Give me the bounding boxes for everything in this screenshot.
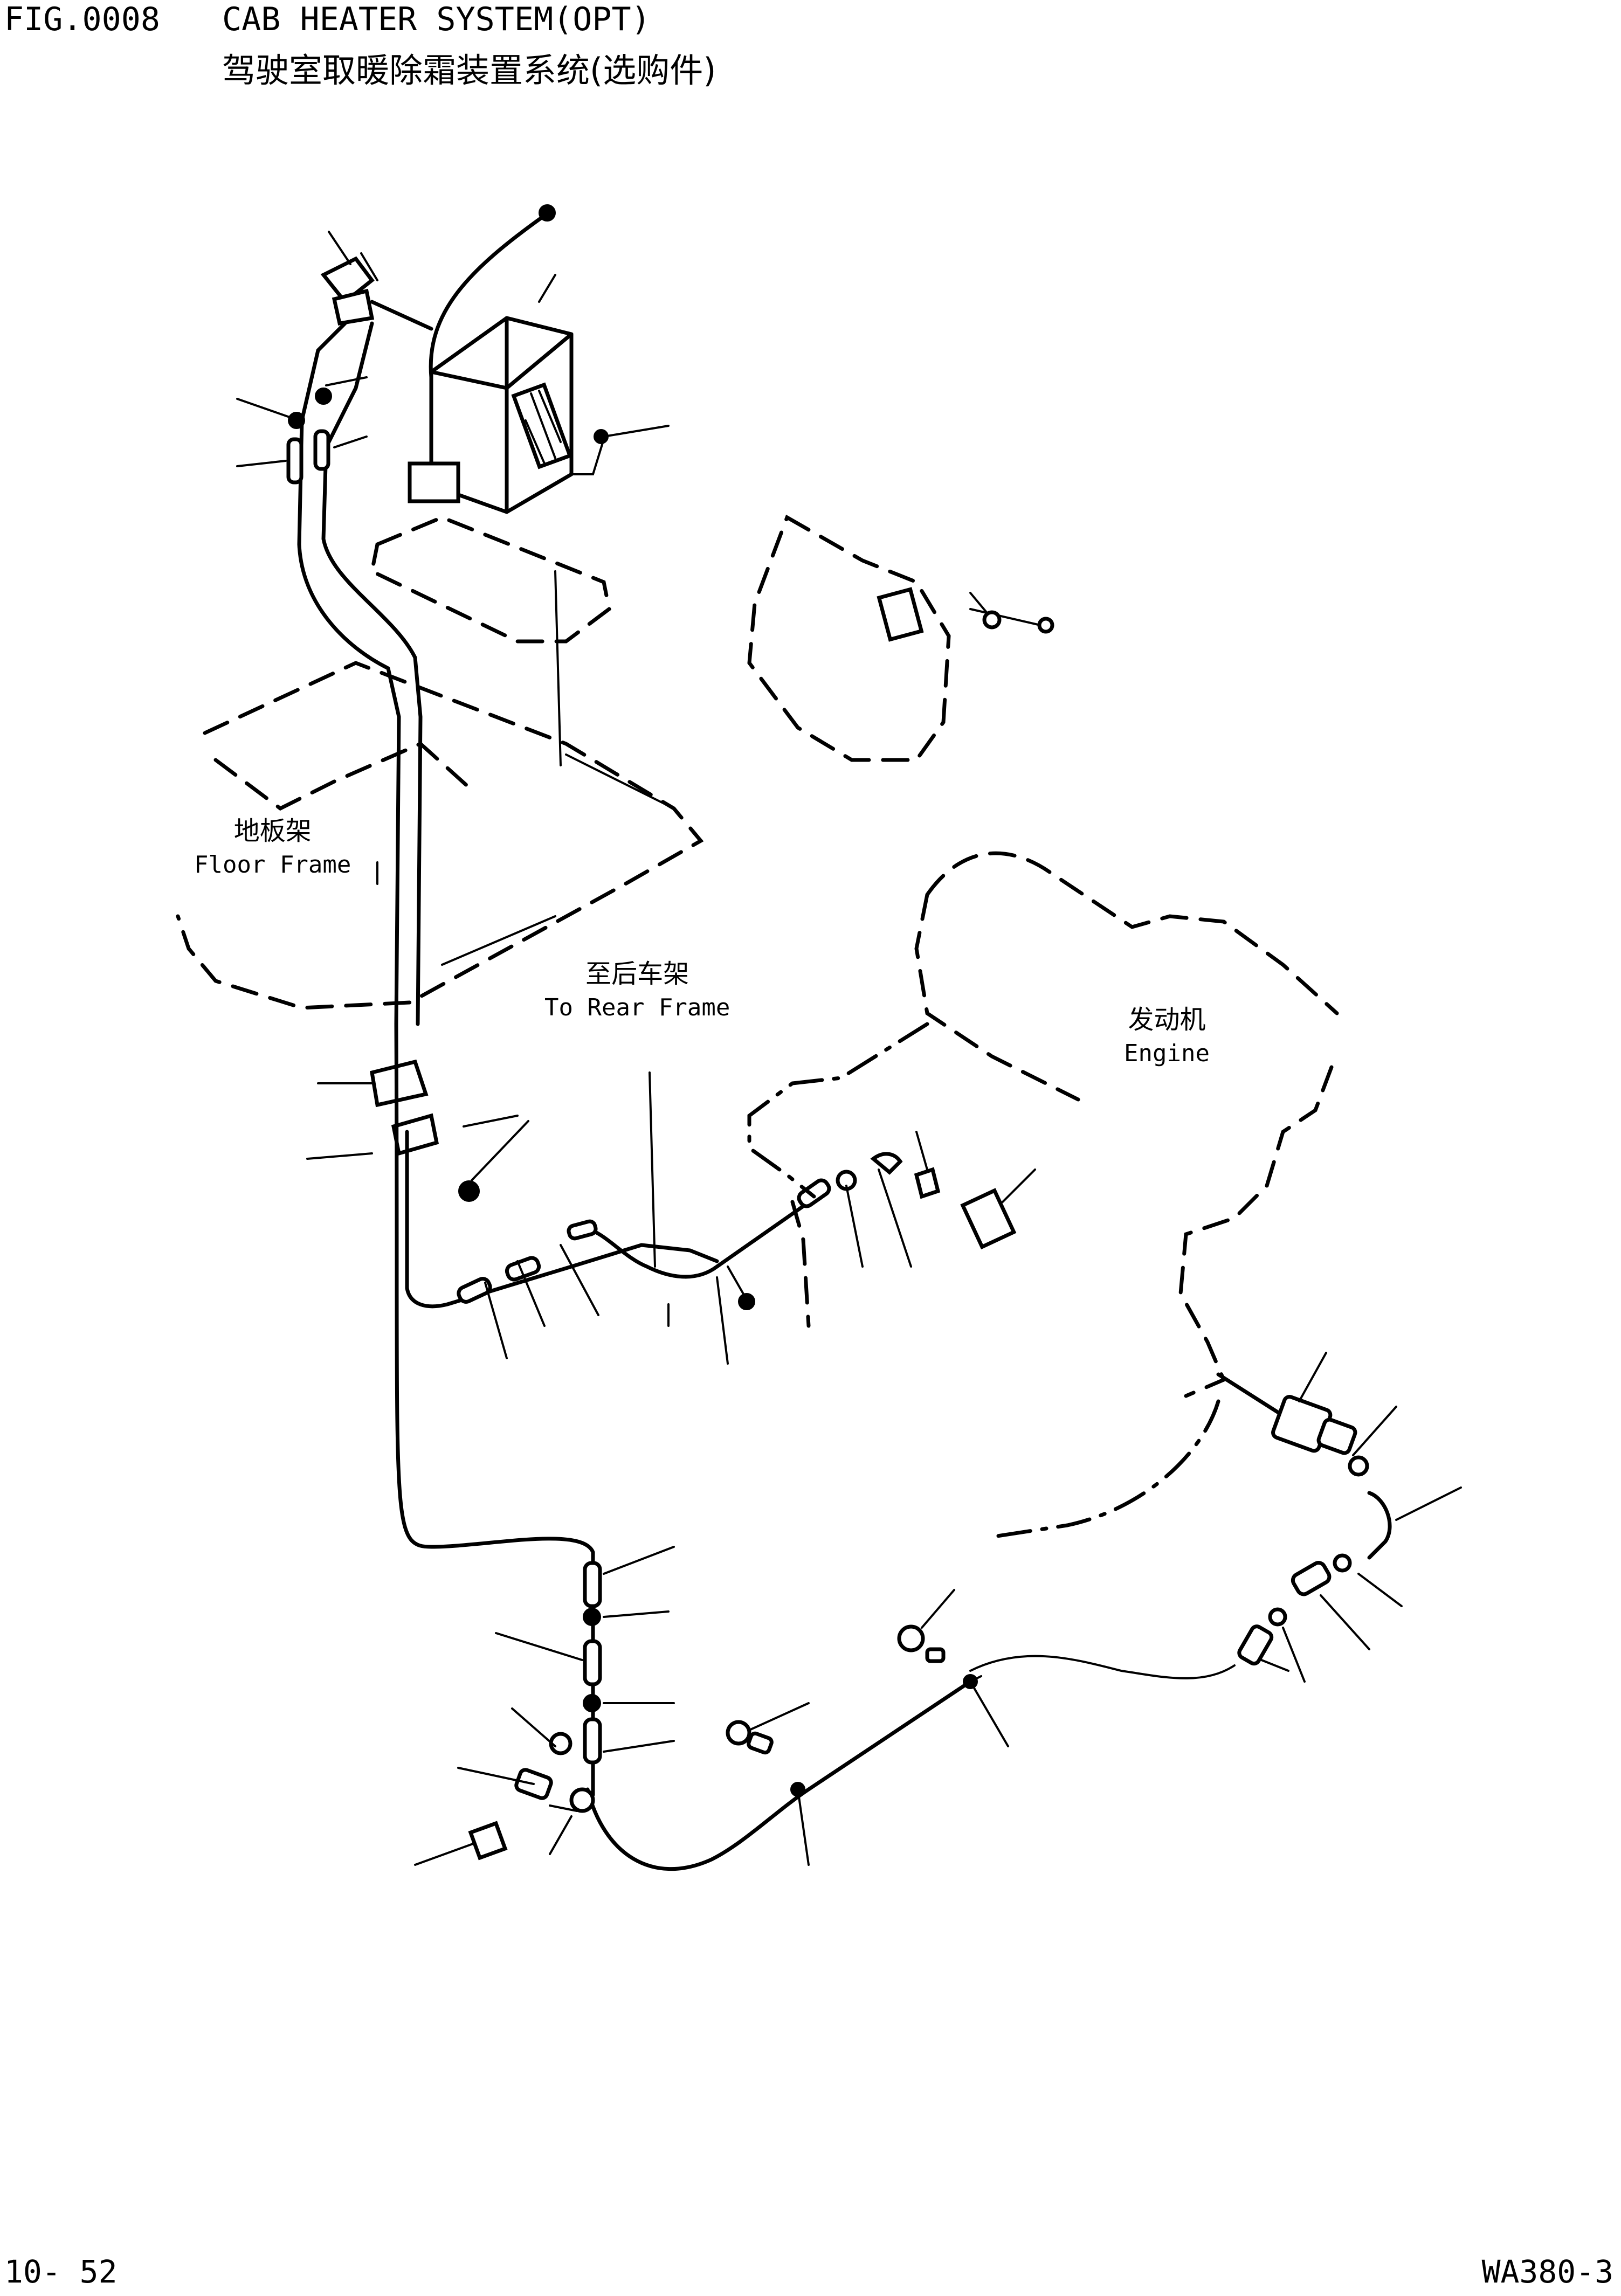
engine-lower-outline [995,1399,1220,1538]
rear-frame-label-zh: 至后车架 [585,959,689,989]
cab-floor-panel [370,515,611,644]
heater-unit [408,316,574,514]
engine-base-outline [790,1200,811,1328]
floor-frame-label-en: Floor Frame [194,850,351,879]
engine-outline-right [1178,1065,1334,1398]
engine-side-fittings [836,1131,1036,1268]
leader-line [538,274,556,303]
model-number: WA380-3 [1481,2253,1613,2290]
hose-run-to-engine [405,1130,719,1309]
heater-hose-left [297,321,401,1026]
page-title-chinese: 驾驶室取暖除霜装置系统(选购件) [222,51,716,90]
defroster-duct [429,213,547,379]
engine-label-en: Engine [1124,1039,1210,1067]
return-hose-thin [969,1655,1236,1679]
engine-block-valve [747,514,1054,762]
engine-mount-outline [747,1022,929,1199]
engine-hose-fittings [1216,1352,1462,1683]
hose-clamp-brackets [306,1059,529,1202]
hose-run-upper [575,1189,827,1279]
supply-hose-down [394,1022,595,1797]
page-number: 10- 52 [4,2253,118,2290]
engine-outline-left [914,893,1080,1102]
return-hose-lower [585,1679,972,1871]
valve-cluster [320,231,433,331]
rear-frame-label-en: To Rear Frame [544,993,730,1021]
engine-label: 发动机 Engine [1124,1002,1210,1069]
floor-frame-outline [176,661,704,1010]
figure-number: FIG.0008 [4,1,160,38]
floor-frame-label-zh: 地板架 [233,816,312,846]
rear-frame-label: 至后车架 To Rear Frame [544,957,730,1023]
engine-outline-top [925,851,1339,1015]
engine-label-zh: 发动机 [1128,1005,1206,1035]
page-title-english: CAB HEATER SYSTEM(OPT) [222,1,651,38]
duct-nozzle [539,204,556,222]
lower-left-fittings [414,1589,955,1866]
floor-frame-label: 地板架 Floor Frame [194,814,351,881]
heater-hose-right [321,321,423,1026]
